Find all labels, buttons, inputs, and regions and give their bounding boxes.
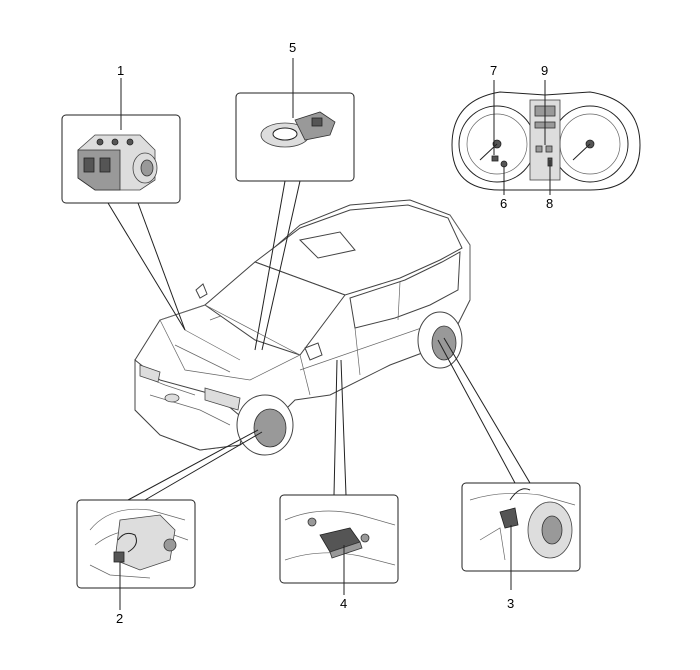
rear-wheel-speed-sensor-box: 3	[437, 337, 581, 611]
abs-hydraulic-unit-icon	[77, 134, 158, 191]
callout-8: 8	[546, 196, 553, 211]
steering-angle-sensor-icon	[260, 111, 336, 148]
yaw-rate-sensor-box: 4	[279, 359, 399, 611]
callout-2: 2	[116, 611, 123, 626]
callout-6: 6	[500, 196, 507, 211]
wheel-speed-sensor-icon	[89, 508, 189, 579]
instrument-cluster-icon	[451, 91, 641, 191]
car-illustration	[134, 199, 471, 456]
yaw-rate-sensor-icon	[284, 510, 396, 566]
wheel-speed-sensor-icon	[469, 488, 576, 561]
callout-1: 1	[117, 63, 124, 78]
steering-angle-sensor-box: 5	[235, 40, 355, 351]
callout-3: 3	[507, 596, 514, 611]
instrument-cluster: 7 9 6 8	[451, 63, 641, 211]
callout-7: 7	[490, 63, 497, 78]
callout-9: 9	[541, 63, 548, 78]
front-wheel-speed-sensor-box: 2	[76, 429, 263, 626]
abs-hydraulic-unit-box: 1	[61, 63, 186, 331]
callout-4: 4	[340, 596, 347, 611]
callout-5: 5	[289, 40, 296, 55]
